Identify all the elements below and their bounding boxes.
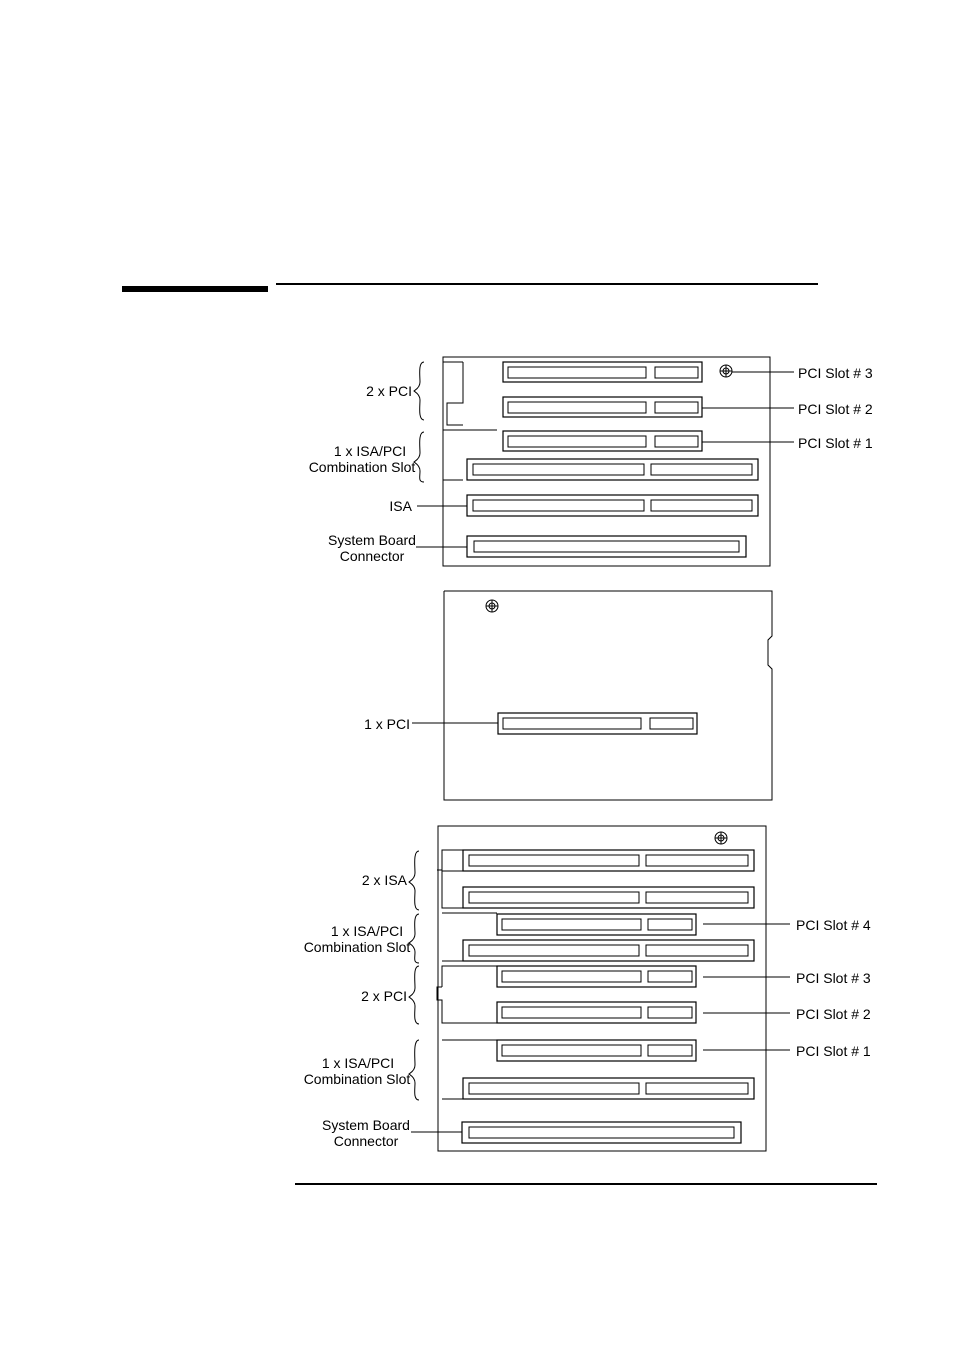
isa-combination-slot bbox=[467, 459, 758, 480]
pci-slot-3 bbox=[497, 966, 696, 987]
label-1x-isa-pci-combination-lower: 1 x ISA/PCI bbox=[322, 1055, 394, 1071]
label-system-board-connector: Connector bbox=[334, 1133, 399, 1149]
riser-board-top bbox=[414, 357, 794, 566]
label-isa: ISA bbox=[389, 498, 412, 514]
label-system-board-connector: System Board bbox=[328, 532, 416, 548]
pci-slot-3 bbox=[503, 362, 702, 382]
board-outline bbox=[444, 591, 772, 800]
label-1x-isa-pci-combination-upper: 1 x ISA/PCI bbox=[331, 923, 403, 939]
pci-slot-2 bbox=[503, 397, 702, 417]
label-pci-slot-3: PCI Slot # 3 bbox=[796, 970, 871, 986]
pci-slot-1 bbox=[503, 431, 702, 451]
board-outline bbox=[443, 357, 770, 566]
pci-slot-4 bbox=[497, 914, 696, 935]
brace-combination-lower bbox=[409, 1040, 419, 1100]
group-outline-lines bbox=[443, 362, 497, 480]
riser-board-middle bbox=[412, 591, 772, 800]
isa-slot-1 bbox=[463, 850, 754, 871]
board-outline bbox=[438, 826, 766, 1151]
brace-combination-upper bbox=[409, 914, 419, 963]
label-system-board-connector: System Board bbox=[322, 1117, 410, 1133]
screw-icon bbox=[720, 365, 732, 377]
isa-slot-2 bbox=[463, 887, 754, 908]
riser-board-bottom bbox=[409, 826, 790, 1151]
label-pci-slot-1: PCI Slot # 1 bbox=[798, 435, 873, 451]
label-1x-isa-pci-combination-lower: Combination Slot bbox=[304, 1071, 411, 1087]
pci-slot-1 bbox=[497, 1040, 696, 1061]
label-pci-slot-4: PCI Slot # 4 bbox=[796, 917, 871, 933]
label-system-board-connector: Connector bbox=[340, 548, 405, 564]
label-1x-isa-pci-combination: Combination Slot bbox=[309, 459, 416, 475]
label-pci-slot-2: PCI Slot # 2 bbox=[796, 1006, 871, 1022]
label-1x-isa-pci-combination-upper: Combination Slot bbox=[304, 939, 411, 955]
screw-icon bbox=[486, 600, 498, 612]
label-pci-slot-1: PCI Slot # 1 bbox=[796, 1043, 871, 1059]
label-2x-isa: 2 x ISA bbox=[362, 872, 408, 888]
brace-2x-pci bbox=[409, 966, 419, 1024]
label-2x-pci: 2 x PCI bbox=[366, 383, 412, 399]
label-2x-pci: 2 x PCI bbox=[361, 988, 407, 1004]
label-pci-slot-2: PCI Slot # 2 bbox=[798, 401, 873, 417]
pci-slot bbox=[498, 713, 697, 734]
isa-combination-slot-upper bbox=[463, 940, 754, 961]
label-1x-isa-pci-combination: 1 x ISA/PCI bbox=[334, 443, 406, 459]
system-board-connector-slot bbox=[467, 536, 746, 557]
pci-slot-2 bbox=[497, 1002, 696, 1023]
leader-lines bbox=[411, 924, 790, 1132]
screw-icon bbox=[715, 832, 727, 844]
label-1x-pci: 1 x PCI bbox=[364, 716, 410, 732]
brace-2x-isa bbox=[409, 851, 419, 910]
label-pci-slot-3: PCI Slot # 3 bbox=[798, 365, 873, 381]
system-board-connector-slot bbox=[462, 1122, 741, 1143]
isa-combination-slot-lower bbox=[463, 1078, 754, 1099]
brace-2x-pci bbox=[414, 362, 424, 420]
brace-combination bbox=[414, 432, 424, 482]
isa-slot bbox=[467, 495, 758, 516]
